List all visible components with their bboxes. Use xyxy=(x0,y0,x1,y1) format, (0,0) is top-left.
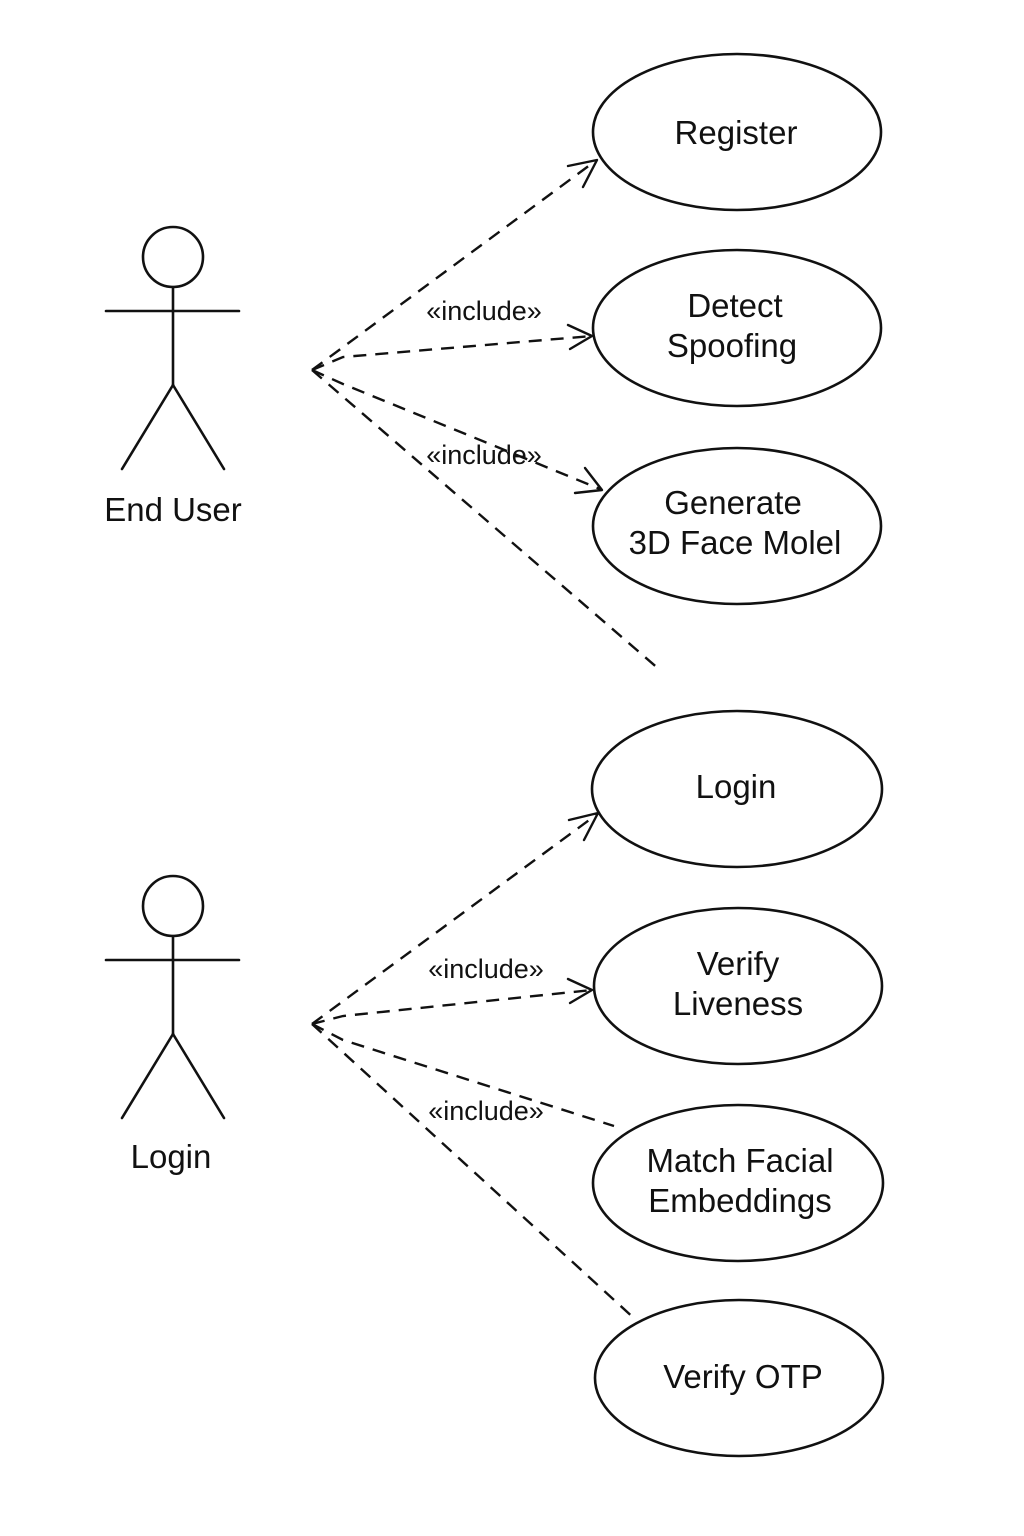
actor-head xyxy=(141,874,205,938)
include-label: «include» xyxy=(428,954,544,984)
stereotypes: «include» «include» «include» «include» xyxy=(426,296,544,1126)
use-case-match-facial-embeddings[interactable]: Match Facial Embeddings xyxy=(591,1103,885,1263)
use-case-label-line1: Verify xyxy=(697,945,780,982)
actor-login[interactable]: Login xyxy=(104,874,241,1175)
include-label: «include» xyxy=(426,440,542,470)
actor-right-leg xyxy=(171,383,226,471)
dashed-line-loose-end xyxy=(311,369,661,671)
actor-left-leg xyxy=(120,1032,175,1120)
include-label: «include» xyxy=(428,1096,544,1126)
use-case-verify-otp[interactable]: Verify OTP xyxy=(593,1298,885,1458)
use-case-label-line2: Liveness xyxy=(673,985,803,1022)
dashed-line-to-register xyxy=(311,161,595,371)
use-case-ellipse xyxy=(591,1103,885,1263)
dashed-line-to-detect-spoofing xyxy=(311,334,593,372)
relationships-top xyxy=(311,158,661,671)
use-case-ellipse xyxy=(591,52,883,212)
use-case-register[interactable]: Register xyxy=(591,52,883,212)
use-case-label-line2: 3D Face Molel xyxy=(629,524,842,561)
arrowhead-generate-3d xyxy=(573,466,604,495)
use-case-label: Login xyxy=(696,768,777,805)
use-case-label: Register xyxy=(675,114,798,151)
use-case-ellipse xyxy=(593,1298,885,1458)
use-case-generate-3d-face-model[interactable]: Generate 3D Face Molel xyxy=(591,446,883,606)
use-case-ellipse xyxy=(592,906,884,1066)
arrowhead-register xyxy=(566,158,599,189)
use-case-label-line1: Generate xyxy=(664,484,802,521)
actor-label-login: Login xyxy=(131,1138,212,1175)
actor-end-user[interactable]: End User xyxy=(104,225,242,528)
actor-right-leg xyxy=(171,1032,226,1120)
actor-head xyxy=(141,225,205,289)
dashed-line-to-match-facial xyxy=(311,1022,615,1128)
use-case-label-line1: Detect xyxy=(687,287,782,324)
use-case-verify-liveness[interactable]: Verify Liveness xyxy=(592,906,884,1066)
include-label: «include» xyxy=(426,296,542,326)
use-case-label-line1: Match Facial xyxy=(646,1142,833,1179)
dashed-line-to-generate-3d xyxy=(311,368,601,491)
actor-left-leg xyxy=(120,383,175,471)
dashed-line-to-login xyxy=(311,814,597,1025)
use-case-ellipse xyxy=(591,446,883,606)
use-case-label: Verify OTP xyxy=(663,1358,823,1395)
arrowhead-verify-liveness xyxy=(566,977,594,1005)
use-case-ellipse xyxy=(590,709,884,869)
arrowhead-login xyxy=(567,811,600,842)
use-case-detect-spoofing[interactable]: Detect Spoofing xyxy=(591,248,883,408)
arrowhead-detect-spoofing xyxy=(566,323,594,351)
relationships-bottom xyxy=(311,811,637,1321)
use-case-label-line2: Embeddings xyxy=(648,1182,831,1219)
actor-label-end-user: End User xyxy=(104,491,242,528)
dashed-line-to-verify-liveness xyxy=(311,988,593,1026)
use-case-login[interactable]: Login xyxy=(590,709,884,869)
dashed-line-to-verify-otp xyxy=(311,1023,637,1321)
use-case-ellipse xyxy=(591,248,883,408)
use-case-label-line2: Spoofing xyxy=(667,327,797,364)
